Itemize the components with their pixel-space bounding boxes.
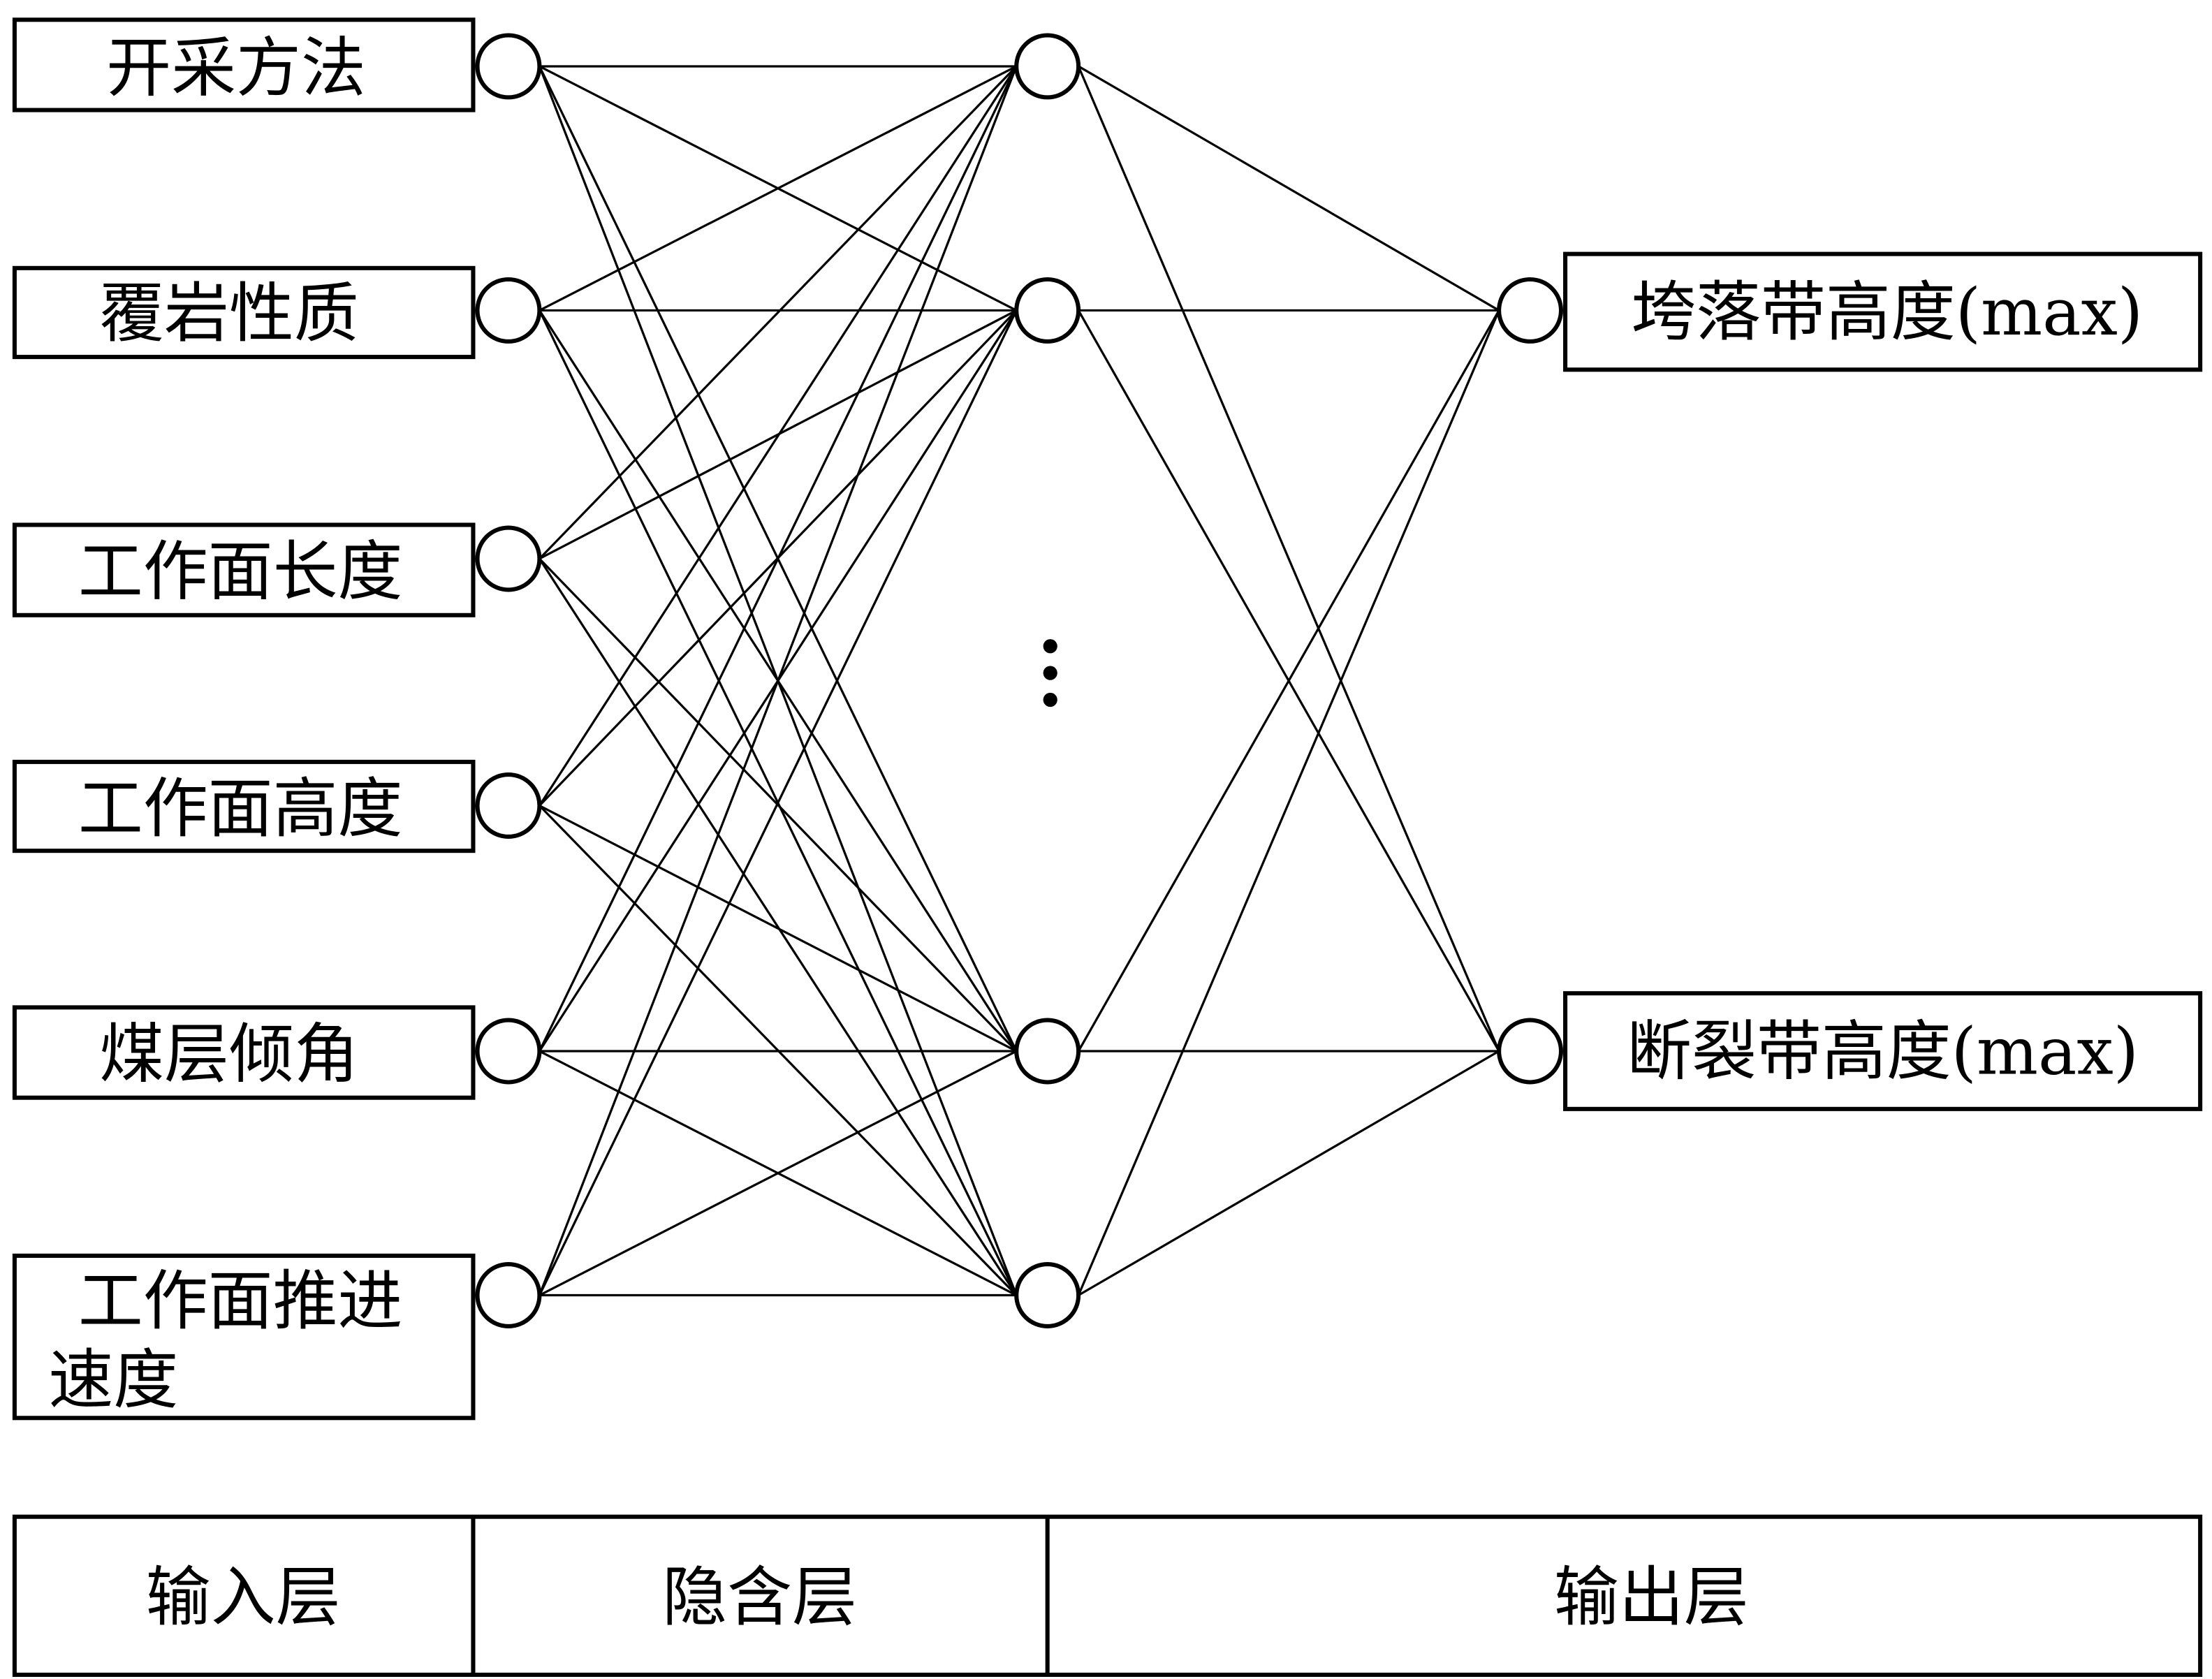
edge-input-2-hidden-3 (539, 558, 1018, 1296)
edge-hidden-0-output-1 (1077, 66, 1500, 1052)
input-box-face-height: 工作面高度 (12, 759, 476, 853)
edge-input-2-hidden-0 (539, 65, 1018, 560)
input-node (475, 772, 542, 839)
footer-output-layer: 输出层 (1554, 1560, 1749, 1635)
edge-input-5-hidden-1 (538, 309, 1018, 1296)
input-node (475, 33, 542, 100)
edge-input-4-hidden-0 (538, 66, 1018, 1052)
edge-input-5-hidden-2 (539, 1050, 1017, 1296)
edge-hidden-2-output-0 (1077, 309, 1500, 1052)
edge-hidden-0-output-0 (1078, 65, 1500, 311)
edge-hidden-3-output-0 (1077, 309, 1500, 1296)
hidden-node (1014, 1018, 1081, 1085)
input-box-advance-speed: 工作面推进 速度 (12, 1253, 476, 1421)
input-node (475, 1018, 542, 1085)
edge-hidden-3-output-1 (1078, 1050, 1500, 1296)
hidden-ellipsis (1043, 639, 1057, 707)
edge-input-5-hidden-0 (538, 66, 1018, 1296)
output-node (1497, 277, 1564, 344)
hidden-node (1014, 33, 1081, 100)
input-node (475, 525, 542, 592)
edge-input-1-hidden-0 (539, 65, 1017, 311)
output-box-fracture-zone-height: 断裂带高度(max) (1563, 991, 2203, 1111)
input-label: 工作面推进 (78, 1263, 403, 1339)
layer-legend-table: 输入层 隐含层 输出层 (12, 1514, 2203, 1677)
input-label: 速度 (48, 1342, 178, 1418)
input-node (475, 1262, 542, 1328)
input-label: 煤层倾角 (99, 1016, 359, 1092)
footer-hidden-layer: 隐含层 (662, 1560, 857, 1635)
output-label: 垮落带高度(max) (1631, 274, 2143, 350)
input-label: 覆岩性质 (99, 276, 359, 351)
edge-input-3-hidden-0 (539, 66, 1018, 807)
hidden-node (1014, 1262, 1081, 1328)
output-label: 断裂带高度(max) (1627, 1013, 2139, 1089)
input-label: 工作面高度 (78, 771, 403, 846)
input-label: 开采方法 (106, 30, 366, 105)
edge-input-3-hidden-2 (539, 805, 1017, 1053)
output-node (1497, 1018, 1564, 1085)
footer-input-layer: 输入层 (146, 1560, 341, 1635)
input-node (475, 277, 542, 344)
input-box-mining-method: 开采方法 (12, 17, 476, 112)
hidden-node (1014, 277, 1081, 344)
connections (538, 65, 1500, 1297)
input-label: 工作面长度 (78, 534, 403, 609)
input-box-face-length: 工作面长度 (12, 522, 476, 617)
nodes (475, 33, 1564, 1328)
input-box-overburden-property: 覆岩性质 (12, 265, 476, 360)
input-box-seam-dip: 煤层倾角 (12, 1005, 476, 1100)
output-box-caving-zone-height: 垮落带高度(max) (1563, 251, 2203, 372)
